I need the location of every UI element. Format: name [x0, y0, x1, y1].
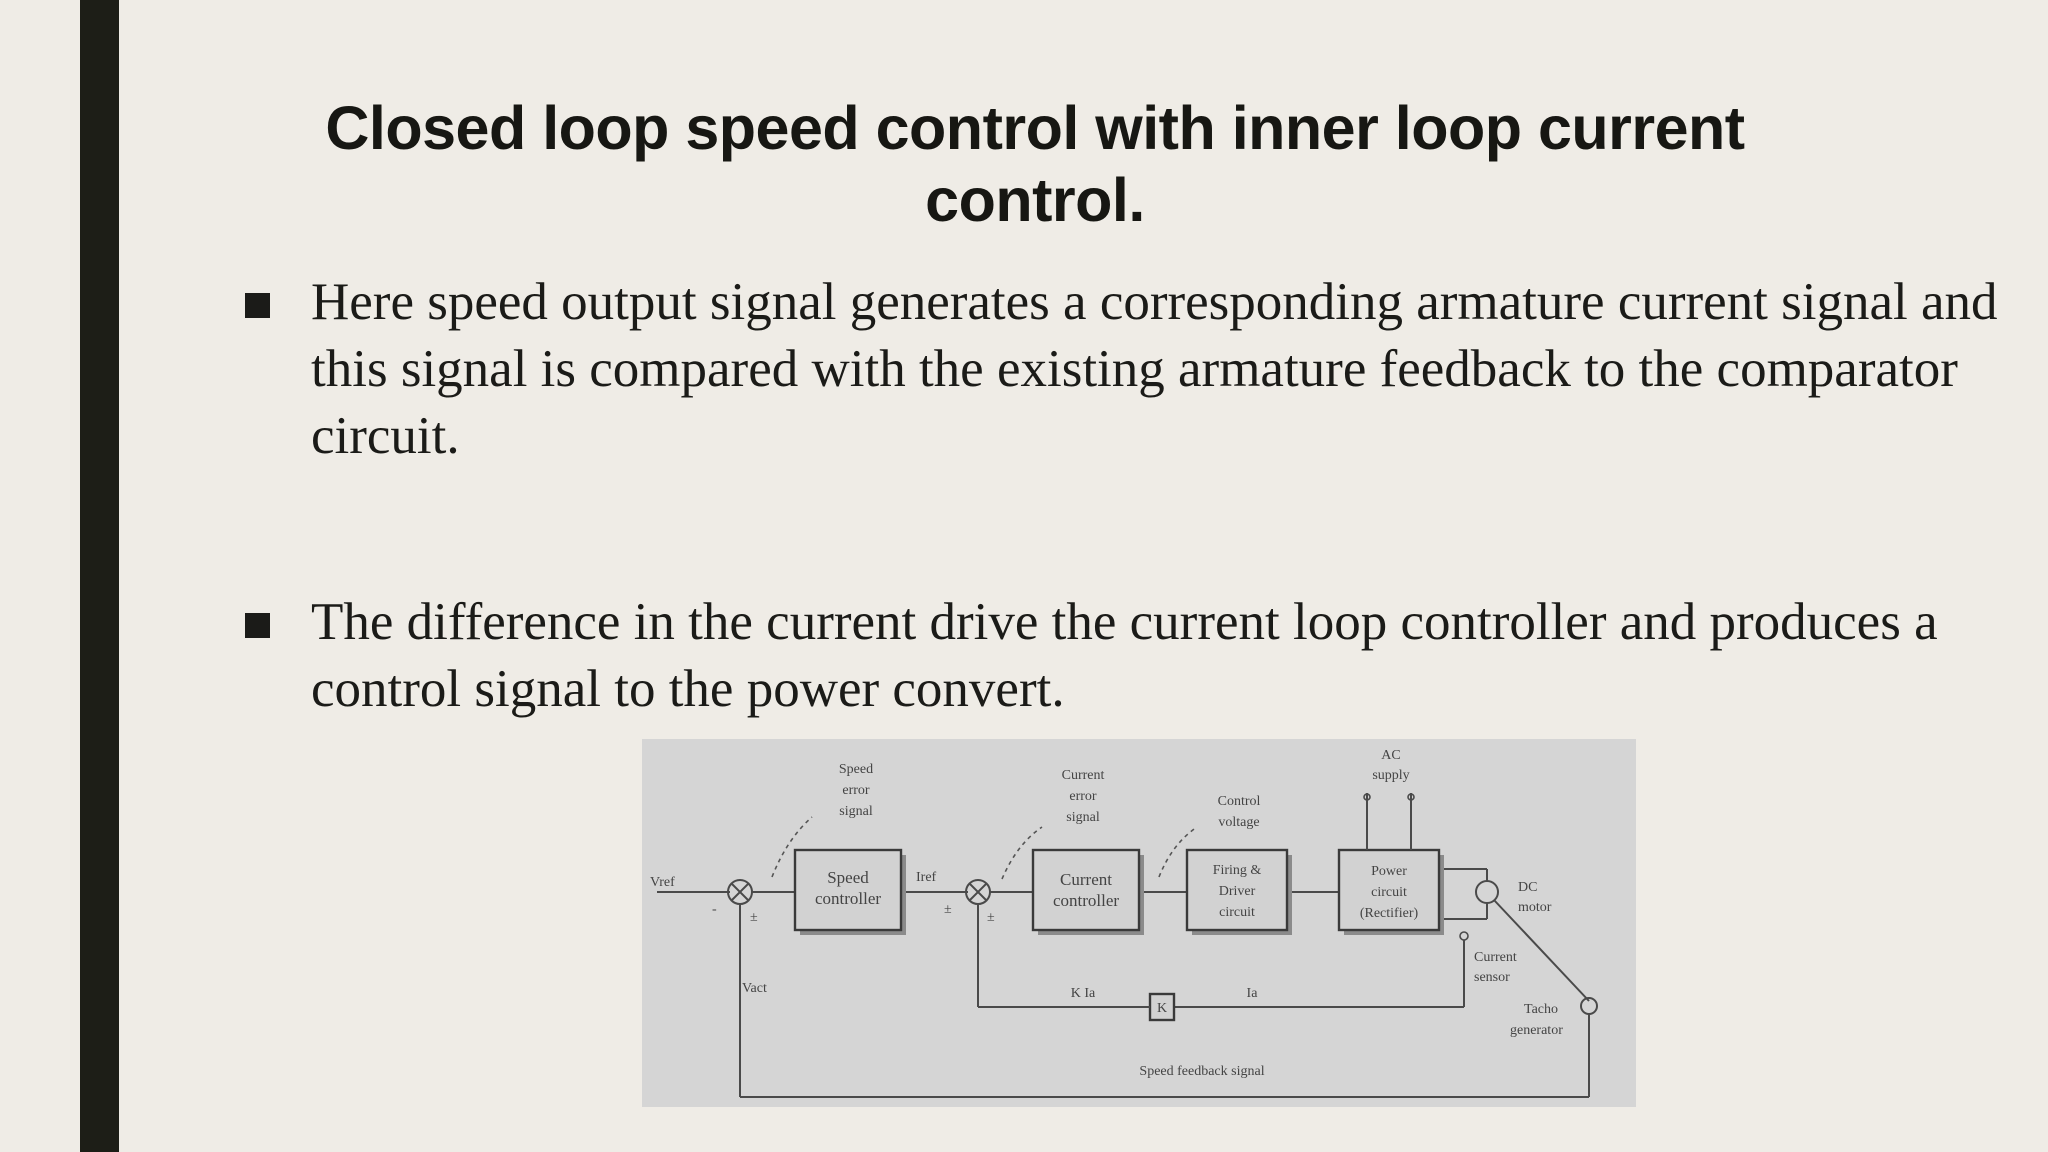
dc-motor-label: motor — [1518, 900, 1552, 915]
iref-label: Iref — [916, 870, 937, 885]
current-error-label: error — [1069, 789, 1097, 804]
dc-motor-label: DC — [1518, 880, 1537, 895]
speed-feedback-label: Speed feedback signal — [1139, 1064, 1264, 1079]
plus-minus-sign: ± — [750, 910, 758, 925]
speed-summing-junction — [657, 879, 795, 1097]
bullet-text: Here speed output signal generates a cor… — [311, 273, 1998, 465]
control-voltage-label: voltage — [1218, 815, 1259, 830]
control-voltage-label: Control — [1218, 794, 1261, 809]
current-controller-block: Current controller — [1031, 848, 1144, 935]
ac-supply-label: supply — [1372, 768, 1409, 783]
current-sensor-label: Current — [1474, 950, 1517, 965]
square-bullet-icon — [245, 613, 270, 638]
tacho-generator-label: Tacho — [1524, 1002, 1558, 1017]
ac-supply-label: AC — [1381, 748, 1400, 763]
k-ia-label: K Ia — [1071, 986, 1096, 1001]
minus-sign: - — [712, 902, 717, 917]
power-circuit-block: Power circuit (Rectifier) — [1337, 848, 1444, 935]
firing-driver-label: circuit — [1219, 905, 1255, 920]
ia-label: Ia — [1247, 986, 1259, 1001]
current-sensor-label: sensor — [1474, 970, 1510, 985]
block-diagram-svg: Speed controller Current controller Firi… — [642, 739, 1636, 1107]
power-circuit-label: (Rectifier) — [1360, 906, 1419, 921]
tacho-generator-label: generator — [1510, 1023, 1563, 1038]
dc-motor — [1444, 868, 1598, 1015]
speed-controller-block: Speed controller — [793, 848, 906, 935]
left-accent-bar — [80, 0, 119, 1152]
k-block-label: K — [1157, 1001, 1167, 1016]
plus-minus-sign: ± — [987, 910, 995, 925]
current-feedback-loop: K — [978, 931, 1469, 1022]
current-error-label: signal — [1066, 810, 1100, 825]
power-circuit-label: Power — [1371, 864, 1407, 879]
speed-controller-label: controller — [815, 889, 881, 908]
firing-driver-label: Firing & — [1213, 863, 1262, 878]
vact-label: Vact — [742, 981, 767, 996]
current-controller-label: controller — [1053, 891, 1119, 910]
speed-error-label: error — [842, 783, 870, 798]
speed-error-label: Speed — [839, 762, 873, 777]
speed-feedback-loop — [740, 1014, 1590, 1098]
control-voltage-leader — [1158, 826, 1198, 878]
firing-driver-label: Driver — [1219, 884, 1256, 899]
bullet-item: The difference in the current drive the … — [245, 589, 2005, 723]
current-controller-label: Current — [1060, 870, 1112, 889]
current-error-leader — [1001, 826, 1043, 880]
speed-error-leader — [771, 816, 813, 878]
bullet-item: Here speed output signal generates a cor… — [245, 269, 2005, 470]
speed-controller-label: Speed — [827, 868, 869, 887]
bullet-text: The difference in the current drive the … — [311, 593, 1938, 718]
current-summing-junction — [906, 879, 1033, 1007]
k-block — [1148, 992, 1176, 1022]
slide-title: Closed loop speed control with inner loo… — [325, 94, 1745, 234]
current-error-label: Current — [1062, 768, 1105, 783]
block-diagram-image: Speed controller Current controller Firi… — [642, 739, 1636, 1107]
ac-supply-arrows — [1363, 793, 1415, 850]
speed-error-label: signal — [839, 804, 873, 819]
power-circuit-label: circuit — [1371, 885, 1407, 900]
vref-label: Vref — [650, 875, 675, 890]
plus-minus-sign: ± — [944, 902, 952, 917]
square-bullet-icon — [245, 293, 270, 318]
firing-driver-block: Firing & Driver circuit — [1185, 848, 1292, 935]
